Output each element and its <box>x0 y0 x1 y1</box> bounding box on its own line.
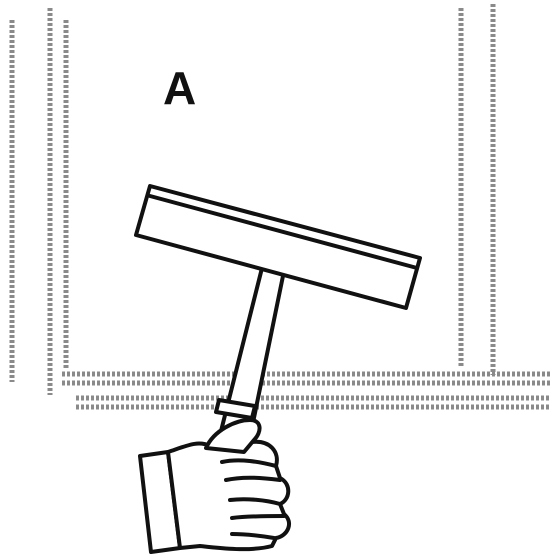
shower-frame <box>12 4 550 407</box>
squeegee-icon <box>136 186 420 452</box>
step-label: A <box>163 62 196 114</box>
hand-palm <box>168 442 289 549</box>
hand-icon <box>140 420 289 552</box>
